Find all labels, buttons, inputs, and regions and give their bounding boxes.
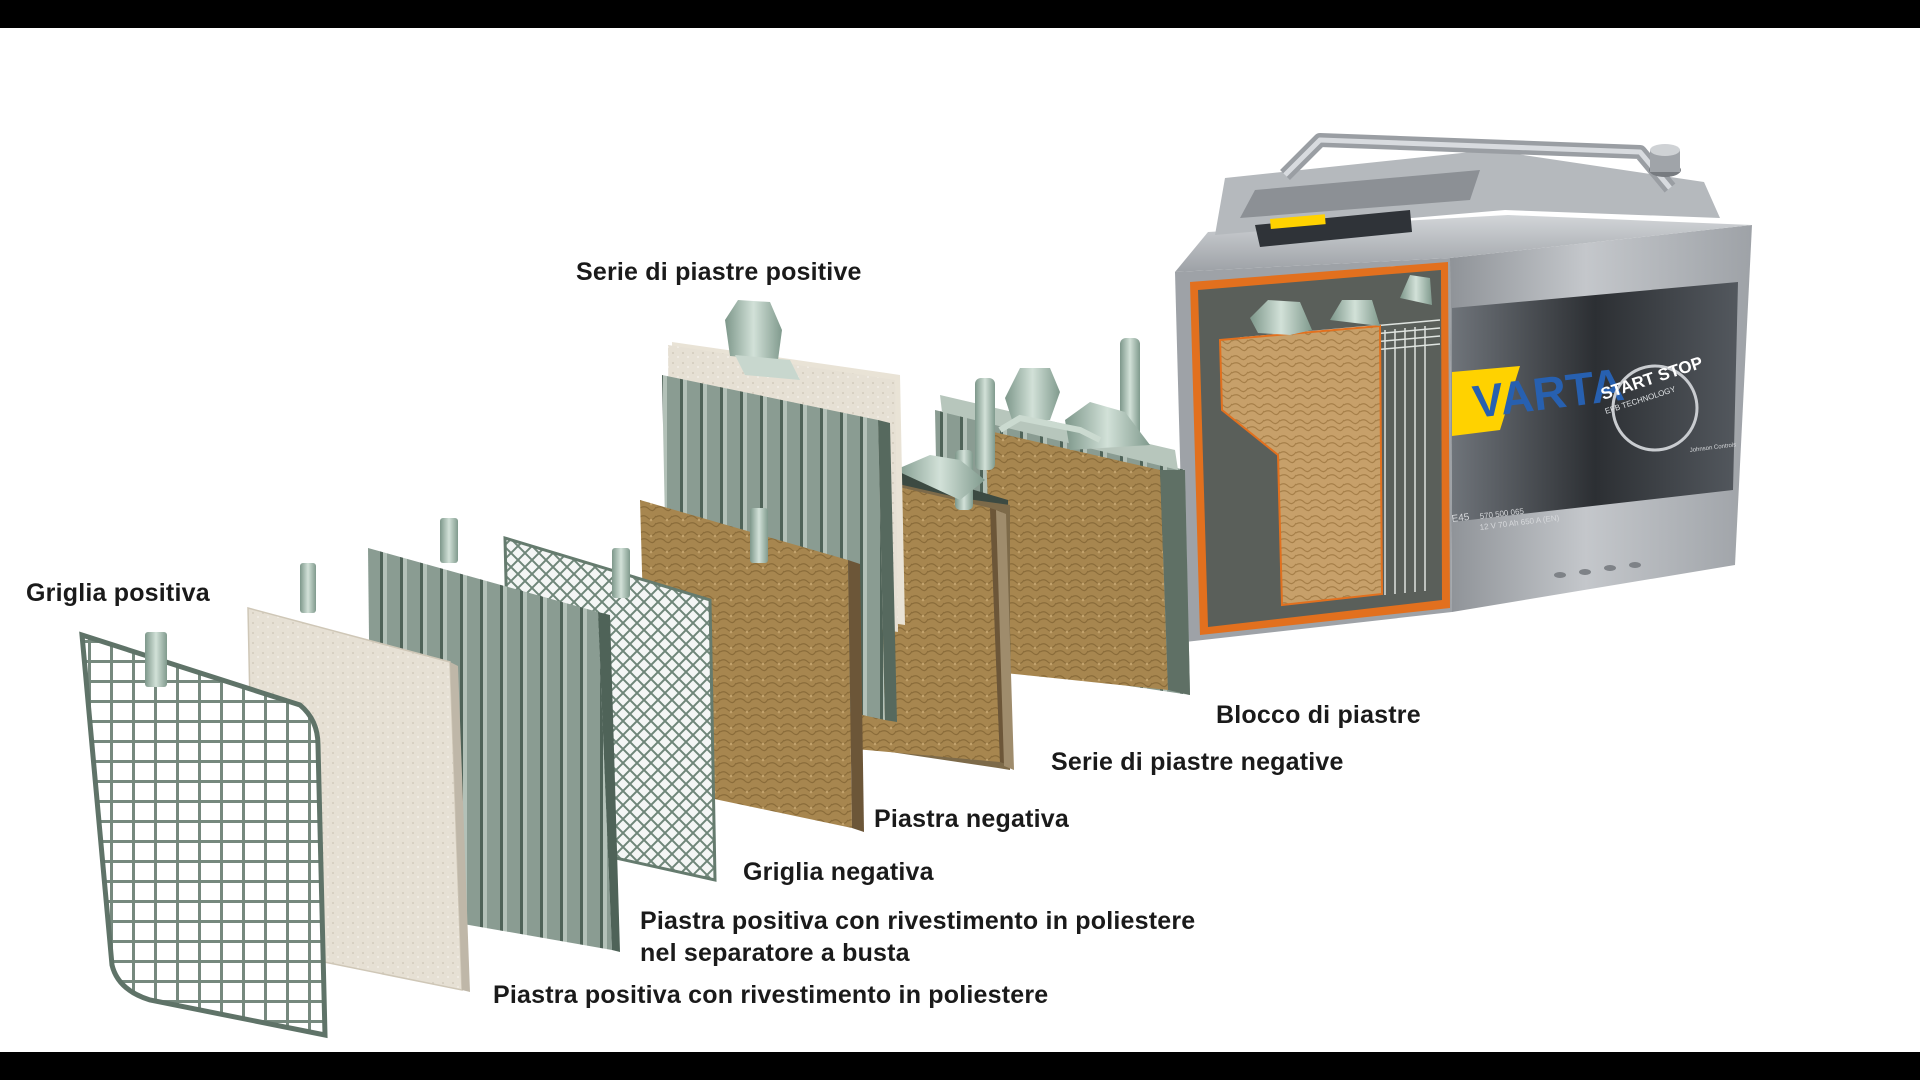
top-letterbox-bar (0, 0, 1920, 28)
label-negative-grid: Griglia negativa (743, 858, 934, 886)
label-positive-plate-series: Serie di piastre positive (576, 258, 862, 286)
label-positive-grid: Griglia positiva (26, 579, 210, 607)
bottom-letterbox-bar (0, 1052, 1920, 1080)
label-positive-plate-envelope-line1: Piastra positiva con rivestimento in pol… (640, 907, 1196, 935)
label-plate-block: Blocco di piastre (1216, 701, 1421, 729)
label-positive-plate-polyester: Piastra positiva con rivestimento in pol… (493, 981, 1049, 1009)
label-positive-plate-envelope-line2: nel separatore a busta (640, 939, 910, 967)
battery-assembly: VARTA START STOP EFB TECHNOLOGY E45 570 … (1175, 133, 1752, 642)
label-negative-plate: Piastra negativa (874, 805, 1069, 833)
maker-text: Johnson Controls (1690, 442, 1737, 454)
positive-grid (79, 631, 328, 1039)
model-code-text: E45 (1451, 512, 1470, 525)
label-negative-plate-series: Serie di piastre negative (1051, 748, 1344, 776)
